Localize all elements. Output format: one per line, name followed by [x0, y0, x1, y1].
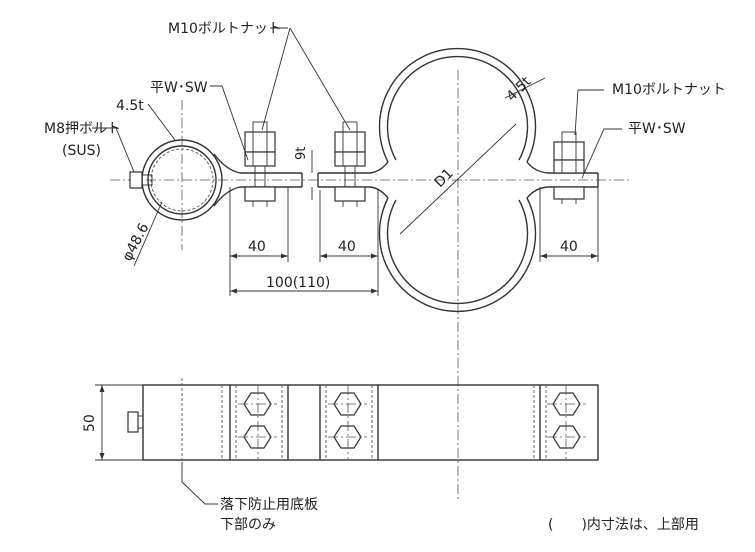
d1-label: D1: [432, 166, 457, 191]
note-label: ( )内寸法は、上部用: [548, 517, 699, 533]
plate-leader: [181, 462, 218, 505]
dim-40-b: 40: [338, 239, 356, 255]
m8-bolt-label: M8押ボルト: [44, 121, 121, 137]
m8-push-bolt: [129, 171, 153, 189]
dim-40-a: 40: [248, 239, 266, 255]
dim-40-c: 40: [560, 239, 578, 255]
washer-label-right: 平W･SW: [628, 121, 686, 137]
bolt-stack-2: [334, 121, 366, 207]
strap-flanges: [213, 153, 599, 207]
plate-label: 落下防止用底板: [220, 497, 318, 513]
nine-t-label: 9t: [294, 147, 309, 160]
dim-100-label: 100(110): [266, 275, 330, 291]
m10-label-right: M10ボルトナット: [612, 82, 726, 98]
m8-bolt-sub-label: (SUS): [62, 143, 101, 159]
m10-label-top: M10ボルトナット: [168, 21, 282, 37]
washer-label-left: 平W･SW: [150, 80, 208, 96]
plan-view-nuts: [238, 385, 586, 460]
bolt-stack-1: [244, 121, 276, 207]
large-pipe-ring: [378, 47, 537, 313]
dim-50: [95, 384, 143, 461]
plan-view-body: [127, 378, 599, 470]
diameter-label: φ48.6: [119, 221, 152, 264]
leader-lines: [92, 27, 622, 267]
thickness-label-left: 4.5t: [116, 98, 144, 114]
plate-sub-label: 下部のみ: [220, 517, 276, 533]
dimension-lines: [229, 187, 599, 296]
bolt-stack-3: [553, 131, 585, 204]
dim-50-label: 50: [82, 414, 98, 432]
